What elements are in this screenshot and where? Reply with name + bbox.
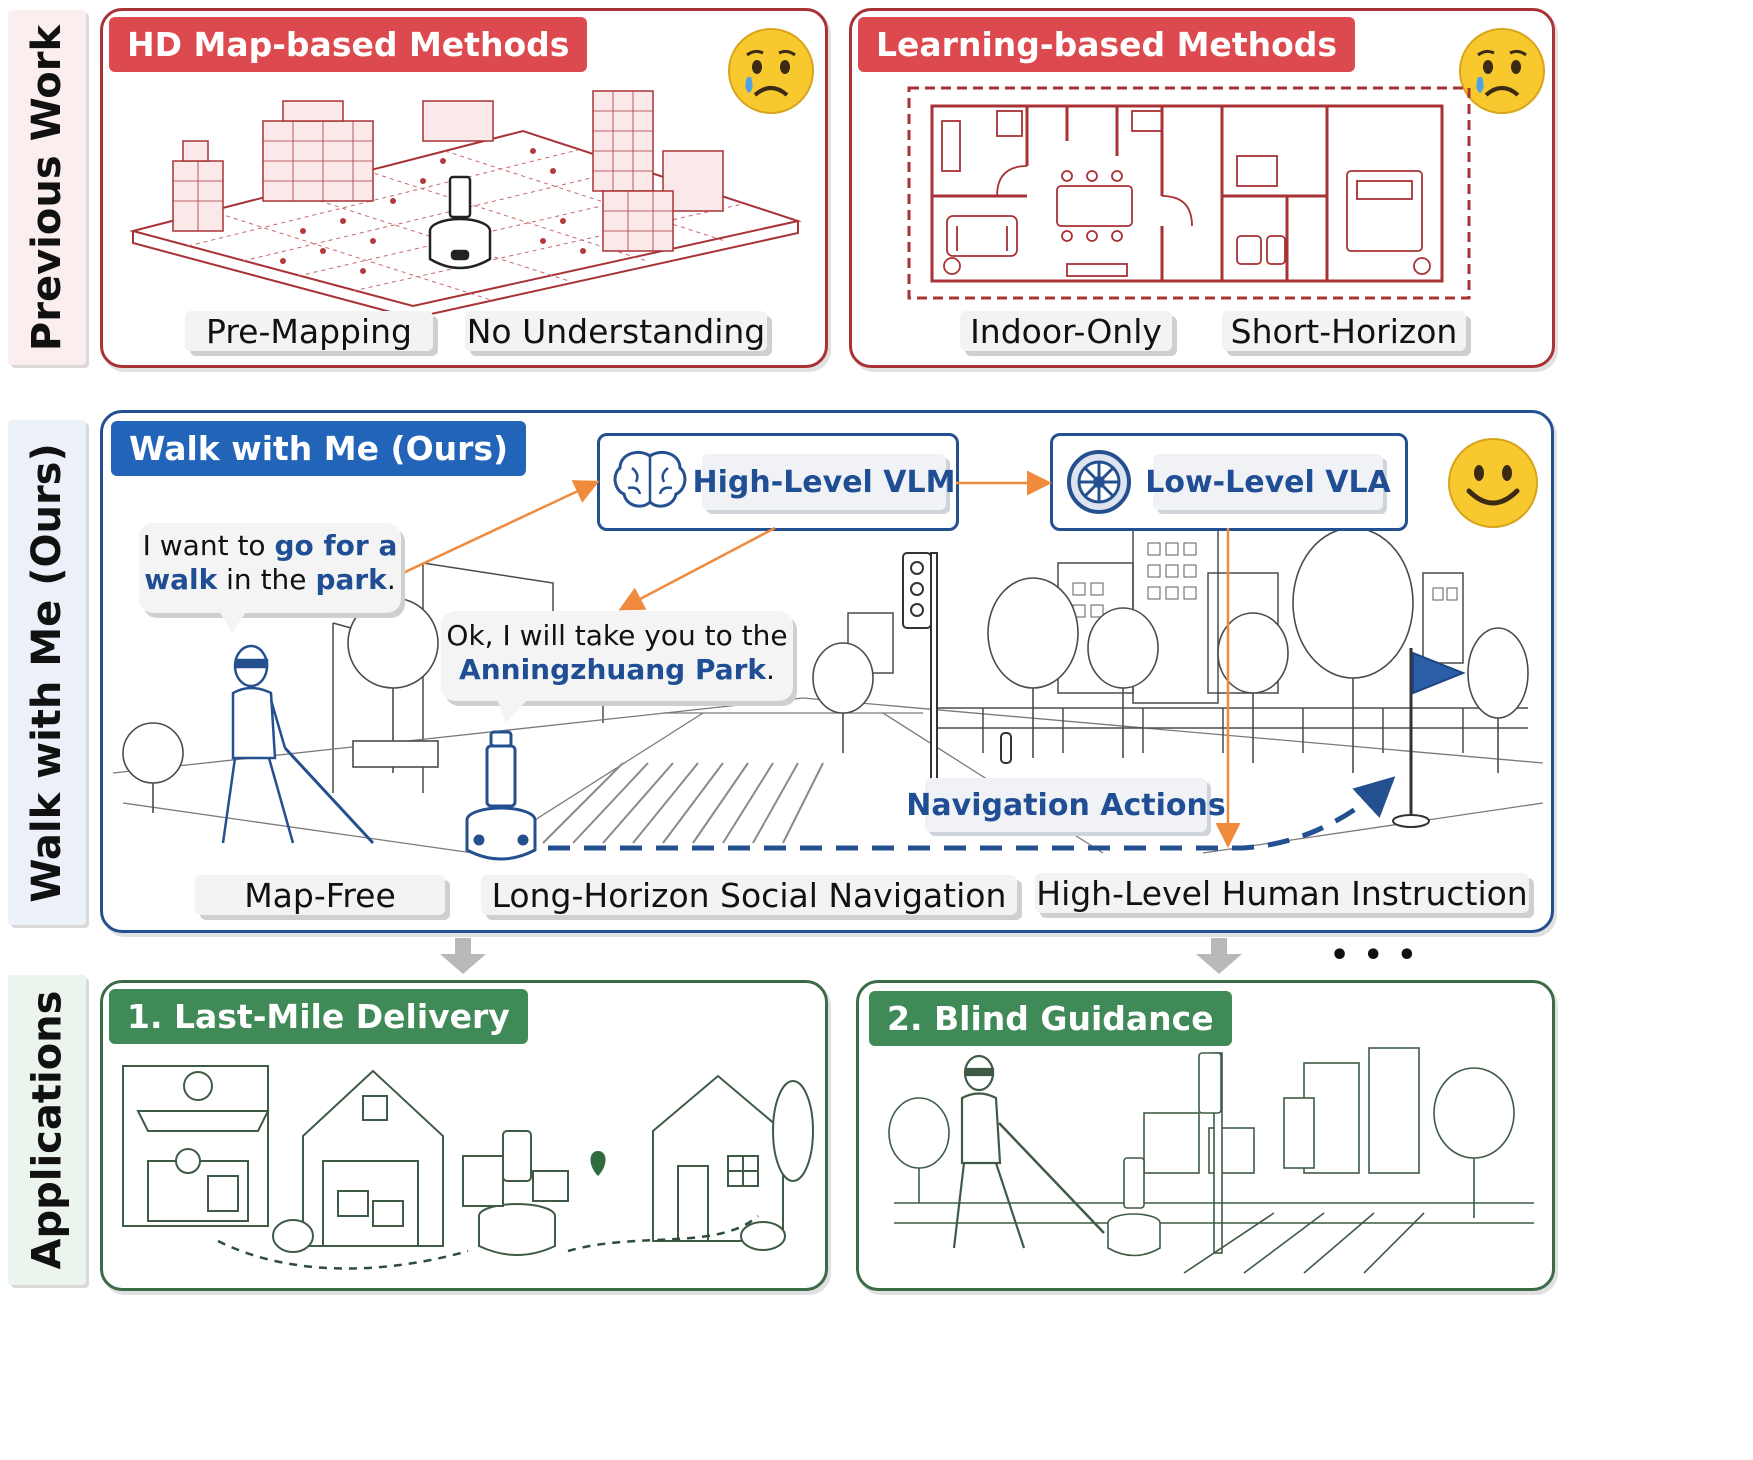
blind-person-illustration — [221, 644, 375, 845]
robot-illustration — [465, 730, 537, 861]
learning-panel: Learning-based Methods In — [849, 8, 1555, 368]
floor-plan-illustration — [907, 86, 1471, 300]
city-scene-illustration — [112, 522, 1544, 854]
flow-arrows — [402, 470, 1396, 851]
navigation-actions-label: Navigation Actions — [906, 778, 1226, 832]
ours-title: Walk with Me (Ours) — [111, 421, 527, 476]
down-arrow-left — [440, 938, 486, 974]
section-label-ours: Walk with Me (Ours) — [24, 442, 70, 903]
learning-title: Learning-based Methods — [858, 17, 1356, 72]
smiling-face-icon — [1448, 438, 1538, 528]
human-speech-bubble: I want to go for a walk in the park. — [139, 523, 401, 613]
learning-label-indoor-only: Indoor-Only — [960, 311, 1172, 351]
hd-map-illustration — [129, 90, 802, 320]
section-tab-applications: Applications — [8, 975, 86, 1285]
vlm-module: High-Level VLM — [597, 433, 959, 531]
crying-face-icon — [1459, 28, 1545, 114]
down-arrow-right — [1196, 938, 1242, 974]
wheel-icon — [1067, 450, 1131, 514]
ours-label-long-horizon: Long-Horizon Social Navigation — [481, 875, 1017, 915]
blind-guidance-panel: 2. Blind Guidance — [856, 980, 1555, 1291]
crying-face-icon — [728, 28, 814, 114]
hd-map-title: HD Map-based Methods — [109, 17, 588, 72]
blind-guidance-illustration — [888, 1047, 1534, 1274]
section-tab-ours: Walk with Me (Ours) — [8, 420, 86, 925]
section-label-applications: Applications — [24, 990, 71, 1270]
robot-bubble-tail — [498, 701, 526, 723]
section-tab-previous-work: Previous Work — [8, 10, 86, 365]
hd-map-label-pre-mapping: Pre-Mapping — [185, 311, 433, 351]
hd-map-label-no-understanding: No Understanding — [465, 311, 767, 351]
robot-speech-bubble: Ok, I will take you to the Anningzhuang … — [441, 611, 793, 701]
brain-icon — [613, 451, 687, 508]
delivery-title: 1. Last-Mile Delivery — [109, 989, 528, 1044]
vlm-label: High-Level VLM — [693, 454, 955, 510]
delivery-panel: 1. Last-Mile Delivery — [100, 980, 828, 1291]
vla-label: Low-Level VLA — [1145, 454, 1391, 510]
delivery-illustration — [122, 1065, 814, 1270]
human-bubble-tail — [218, 609, 248, 633]
ours-label-human-instruction: High-Level Human Instruction — [1035, 873, 1529, 913]
ours-panel: Walk with Me (Ours) High-Level VLM Low-L… — [100, 410, 1554, 933]
blind-guidance-title: 2. Blind Guidance — [869, 991, 1232, 1046]
hd-map-panel: HD Map-based Methods — [100, 8, 828, 368]
learning-label-short-horizon: Short-Horizon — [1222, 311, 1466, 351]
ellipsis: • • • — [1330, 938, 1419, 973]
ours-label-map-free: Map-Free — [195, 875, 445, 915]
section-label-previous-work: Previous Work — [24, 24, 70, 351]
